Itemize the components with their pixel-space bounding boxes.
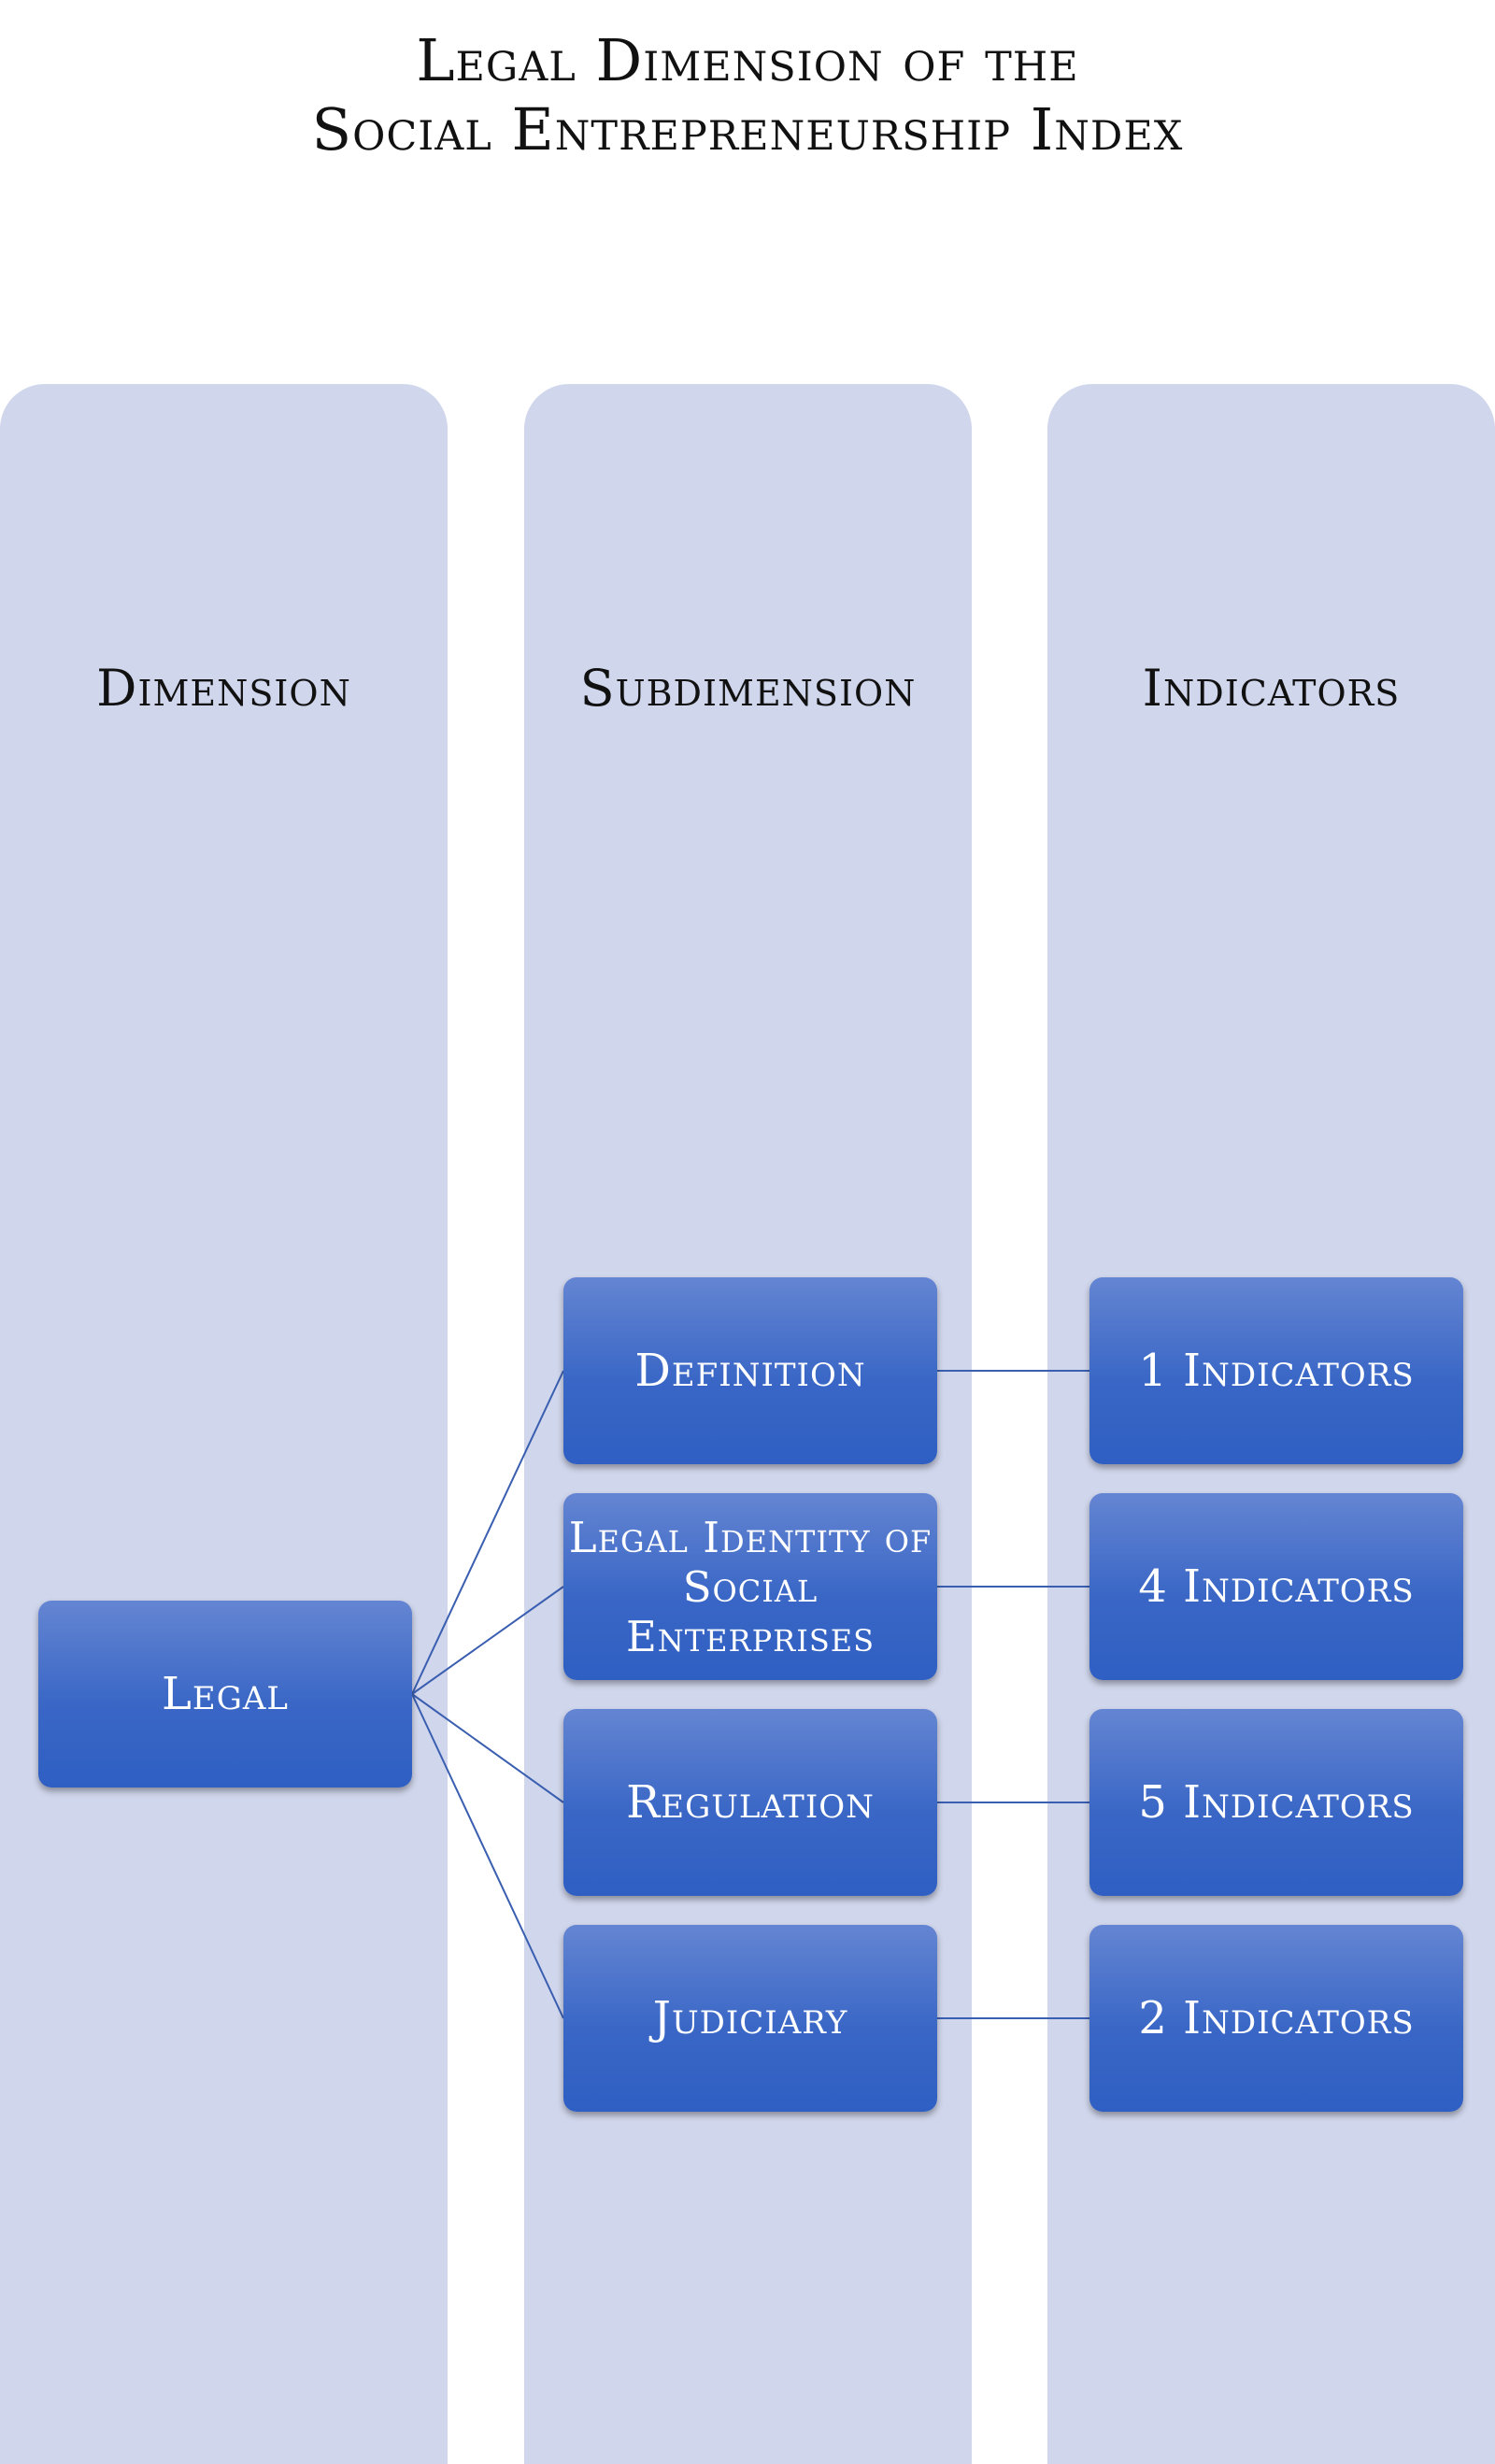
indicators-column-header: Indicators [1142, 659, 1401, 718]
legal-identity-indicators-node: 4 Indicators [1089, 1493, 1463, 1680]
subdimension-column-header: Subdimension [579, 659, 917, 718]
subdimension-definition-node: Definition [563, 1277, 937, 1464]
diagram-title-line-1: Legal Dimension of the [416, 26, 1079, 94]
subdimension-judiciary-node: Judiciary [563, 1925, 937, 2112]
dimension-column [0, 384, 448, 2464]
definition-indicators-node: 1 Indicators [1089, 1277, 1463, 1464]
subdimension-legal-identity-node: Legal Identity of Social Enterprises [563, 1493, 937, 1680]
dimension-column-header: Dimension [96, 659, 351, 718]
judiciary-indicators-node: 2 Indicators [1089, 1925, 1463, 2112]
legal-dimension-node: Legal [38, 1601, 412, 1787]
regulation-indicators-node: 5 Indicators [1089, 1709, 1463, 1896]
subdimension-regulation-node: Regulation [563, 1709, 937, 1896]
diagram-title-line-2: Social Entrepreneurship Index [311, 95, 1184, 164]
